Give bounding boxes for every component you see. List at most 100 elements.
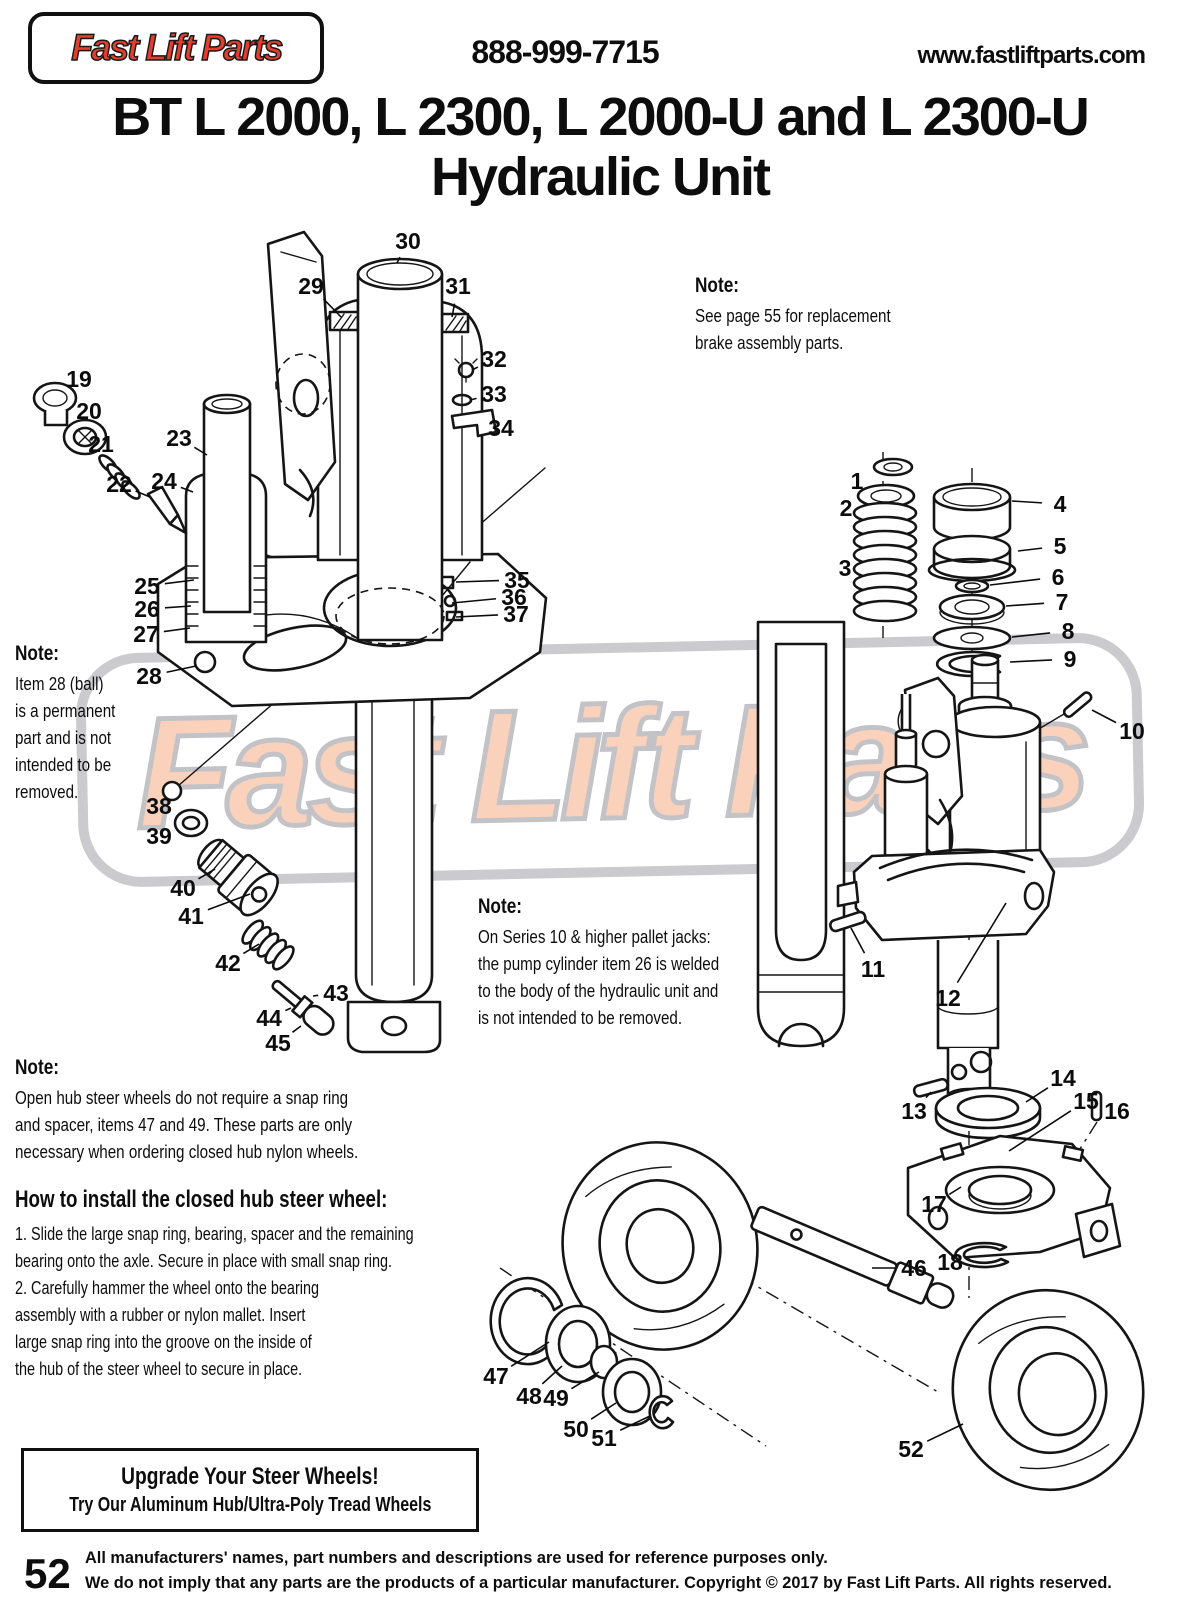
instructions-heading: How to install the closed hub steer whee…: [15, 1186, 388, 1213]
lowering-piston: [346, 688, 442, 1054]
footer-disclaimer: All manufacturers' names, part numbers a…: [85, 1545, 1112, 1595]
callout-leader-44: [285, 1007, 292, 1012]
promo-subheading: Try Our Aluminum Hub/Ultra-Poly Tread Wh…: [68, 1494, 432, 1516]
ball-item-28: [193, 650, 217, 674]
piston-cup-stack: [927, 482, 1017, 678]
callout-leader-31: [451, 303, 456, 318]
note-line: the pump cylinder item 26 is welded: [478, 953, 720, 974]
callout-11: 11: [861, 956, 886, 982]
callout-leader-26: [164, 605, 192, 609]
pump-assembly: [829, 653, 1093, 1140]
callout-45: 45: [265, 1030, 291, 1056]
note-heading: Note:: [15, 642, 60, 665]
callout-leader-45: [291, 1025, 302, 1033]
callout-leader-47: [510, 1341, 550, 1367]
callout-33: 33: [481, 381, 507, 407]
callout-20: 20: [76, 398, 102, 424]
callout-leader-29: [322, 298, 342, 318]
website-url: www.fastliftparts.com: [917, 42, 1146, 69]
callout-50: 50: [563, 1416, 589, 1442]
callout-leader-8: [1011, 632, 1051, 638]
thrust-ring-item-14: [934, 1086, 1042, 1130]
callout-27: 27: [133, 621, 159, 647]
hydraulic-unit-body: [316, 257, 498, 645]
fast-lift-parts-logo: Fast Lift Parts: [28, 12, 324, 84]
callout-39: 39: [146, 823, 172, 849]
callout-15: 15: [1073, 1088, 1099, 1114]
callout-6: 6: [1052, 564, 1065, 590]
callout-51: 51: [591, 1425, 617, 1451]
callout-30: 30: [395, 228, 421, 254]
callout-25: 25: [134, 573, 160, 599]
callout-leader-15: [1008, 1110, 1072, 1152]
callout-leader-7: [1005, 602, 1045, 607]
phone-number: 888-999-7715: [471, 34, 659, 70]
small-snap-ring-item-51: [648, 1394, 675, 1430]
callout-38: 38: [146, 793, 172, 819]
callout-19: 19: [66, 366, 92, 392]
callout-21: 21: [88, 431, 114, 457]
callout-leader-12: [956, 902, 1007, 984]
callout-leader-30: [396, 256, 401, 264]
callout-2: 2: [840, 495, 853, 521]
callout-22: 22: [106, 471, 132, 497]
callout-42: 42: [215, 950, 241, 976]
instruction-line: 1. Slide the large snap ring, bearing, s…: [15, 1223, 414, 1244]
pin-item-11: [829, 910, 867, 933]
promo-heading: Upgrade Your Steer Wheels!: [121, 1463, 379, 1490]
note-heading: Note:: [15, 1056, 60, 1079]
callout-leader-35: [455, 579, 500, 583]
callout-leader-5: [1017, 547, 1043, 552]
pump-cylinder-housing: [184, 393, 268, 644]
note-line: intended to be: [15, 754, 112, 775]
instruction-line: large snap ring into the groove on the i…: [15, 1331, 312, 1352]
callout-23: 23: [166, 425, 192, 451]
callout-41: 41: [178, 903, 204, 929]
callout-44: 44: [256, 1005, 282, 1031]
note-open-hub: Note: Open hub steer wheels do not requi…: [15, 1056, 358, 1165]
callout-28: 28: [136, 663, 162, 689]
callout-leader-14: [1025, 1087, 1049, 1103]
callout-36: 36: [501, 584, 527, 610]
note-line: On Series 10 & higher pallet jacks:: [478, 926, 711, 947]
callout-37: 37: [503, 601, 529, 627]
watermark-border: [75, 633, 1145, 887]
callout-leader-40: [198, 868, 216, 880]
callout-leader-13: [925, 1091, 932, 1099]
callout-13: 13: [901, 1098, 927, 1124]
disclaimer-line2: We do not imply that any parts are the p…: [85, 1573, 1112, 1592]
callout-16: 16: [1104, 1098, 1130, 1124]
callout-24: 24: [151, 468, 177, 494]
callout-leader-49: [570, 1371, 600, 1390]
pin-item-16: [1090, 1090, 1103, 1122]
instruction-line: assembly with a rubber or nylon mallet. …: [15, 1304, 306, 1325]
callout-46: 46: [901, 1255, 927, 1281]
callout-leader-4: [1011, 500, 1043, 504]
callout-49: 49: [543, 1385, 569, 1411]
callout-leader-22: [135, 490, 151, 498]
note-line: See page 55 for replacement: [695, 305, 891, 326]
plunger-rod: [900, 694, 912, 736]
callout-12: 12: [935, 985, 961, 1011]
callout-29: 29: [298, 273, 324, 299]
upgrade-promo-box: Upgrade Your Steer Wheels! Try Our Alumi…: [21, 1448, 479, 1532]
callout-leader-6: [989, 578, 1041, 586]
lowering-valve-parts: [161, 780, 335, 1036]
note-line: is not intended to be removed.: [478, 1007, 683, 1028]
callout-leader-41: [207, 893, 251, 911]
how-to-install-instructions: How to install the closed hub steer whee…: [15, 1186, 414, 1382]
callout-leader-9: [1009, 659, 1053, 663]
callout-35: 35: [504, 567, 530, 593]
callout-32: 32: [481, 346, 507, 372]
callout-leader-24: [180, 486, 194, 493]
callout-8: 8: [1062, 618, 1075, 644]
callout-9: 9: [1064, 646, 1077, 672]
note-item-28: Note: Item 28 (ball) is a permanent part…: [15, 642, 115, 805]
callout-4: 4: [1054, 491, 1067, 517]
callout-leader-32: [471, 366, 479, 371]
filler-plug-parts: [32, 381, 188, 535]
callout-leader-33: [469, 397, 477, 401]
note-series-10: Note: On Series 10 & higher pallet jacks…: [478, 895, 719, 1031]
